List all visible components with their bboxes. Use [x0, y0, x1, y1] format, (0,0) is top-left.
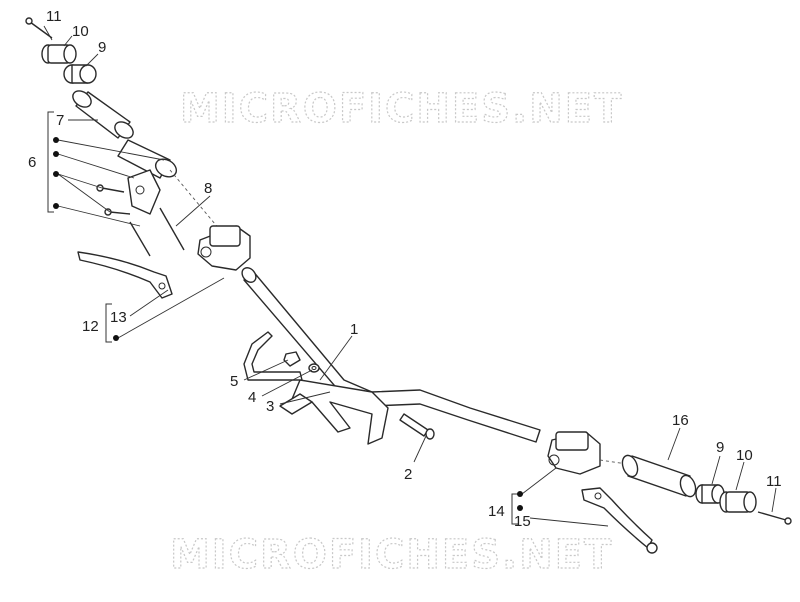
callout-6: 6 — [28, 154, 36, 171]
bracket-14 — [511, 493, 518, 525]
leader-12 — [117, 277, 225, 339]
left-spacer-ring — [63, 64, 97, 84]
callout-14: 14 — [488, 503, 505, 520]
leader-1 — [319, 335, 353, 381]
leader-8 — [175, 195, 211, 227]
leader-9-right — [711, 455, 721, 485]
leader-2 — [413, 435, 427, 463]
callout-16: 16 — [672, 412, 689, 429]
bullet-6-d — [53, 203, 59, 209]
bullet-12 — [113, 335, 119, 341]
bullet-6-c — [53, 171, 59, 177]
left-grip-axis-line — [169, 169, 221, 231]
nut — [283, 351, 301, 367]
leader-9-left — [85, 53, 99, 67]
bullet-15 — [517, 505, 523, 511]
callout-10-left: 10 — [72, 23, 89, 40]
housing-screw-upper — [96, 184, 125, 193]
callout-12: 12 — [82, 318, 99, 335]
right-grip-axis-line — [599, 459, 641, 467]
leader-10-right — [735, 461, 745, 491]
bullet-14 — [517, 491, 523, 497]
handlebar-bracket — [279, 379, 389, 445]
watermark-top: MICROFICHES.NET — [180, 86, 623, 132]
bullet-6-a — [53, 137, 59, 143]
callout-3: 3 — [266, 398, 274, 415]
right-grip — [621, 454, 697, 498]
throttle-cable-short — [129, 221, 151, 257]
bracket-6 — [47, 111, 54, 213]
callout-4: 4 — [248, 389, 256, 406]
leader-6-b — [57, 153, 135, 179]
leader-3 — [279, 391, 331, 405]
leader-10-left — [63, 35, 73, 47]
left-bar-end-weight — [41, 44, 77, 64]
leader-6-d — [57, 205, 141, 227]
left-grip — [72, 90, 134, 139]
callout-2: 2 — [404, 466, 412, 483]
handlebar-tube — [241, 267, 541, 443]
callout-10-right: 10 — [736, 447, 753, 464]
left-brake-lever — [77, 251, 173, 299]
cable-guide — [243, 331, 303, 381]
leader-11-left — [43, 25, 53, 41]
right-grip-screw — [757, 511, 792, 525]
callout-1: 1 — [350, 321, 358, 338]
leader-13 — [129, 289, 169, 317]
housing-screw-lower — [104, 208, 131, 216]
leader-11-right — [771, 487, 777, 513]
leader-6-a — [57, 139, 165, 161]
brake-hose — [159, 207, 185, 251]
callout-15: 15 — [514, 513, 531, 530]
callout-7: 7 — [56, 112, 64, 129]
left-brake-master-cylinder — [197, 225, 251, 271]
leader-14 — [521, 467, 557, 495]
right-brake-lever — [581, 487, 658, 554]
right-bar-end-weight — [719, 491, 757, 513]
bullet-6-b — [53, 151, 59, 157]
callout-8: 8 — [204, 180, 212, 197]
watermark-bottom: MICROFICHES.NET — [170, 532, 613, 578]
callout-13: 13 — [110, 309, 127, 326]
callout-11-left: 11 — [46, 8, 62, 25]
leader-4 — [261, 369, 313, 397]
clamp-bolt — [399, 413, 435, 440]
callout-9-left: 9 — [98, 39, 106, 56]
throttle-control-housing — [127, 169, 161, 215]
leader-6-c — [57, 173, 111, 213]
right-spacer-ring — [695, 484, 725, 504]
right-brake-master-cylinder — [547, 431, 601, 475]
leader-15 — [529, 517, 609, 527]
leader-16 — [667, 427, 681, 461]
leader-5 — [243, 359, 289, 381]
bracket-12 — [105, 303, 112, 343]
callout-9-right: 9 — [716, 439, 724, 456]
left-grip-screw — [25, 17, 53, 39]
throttle-tube — [117, 139, 178, 179]
callout-5: 5 — [230, 373, 238, 390]
callout-11-right: 11 — [766, 473, 782, 490]
